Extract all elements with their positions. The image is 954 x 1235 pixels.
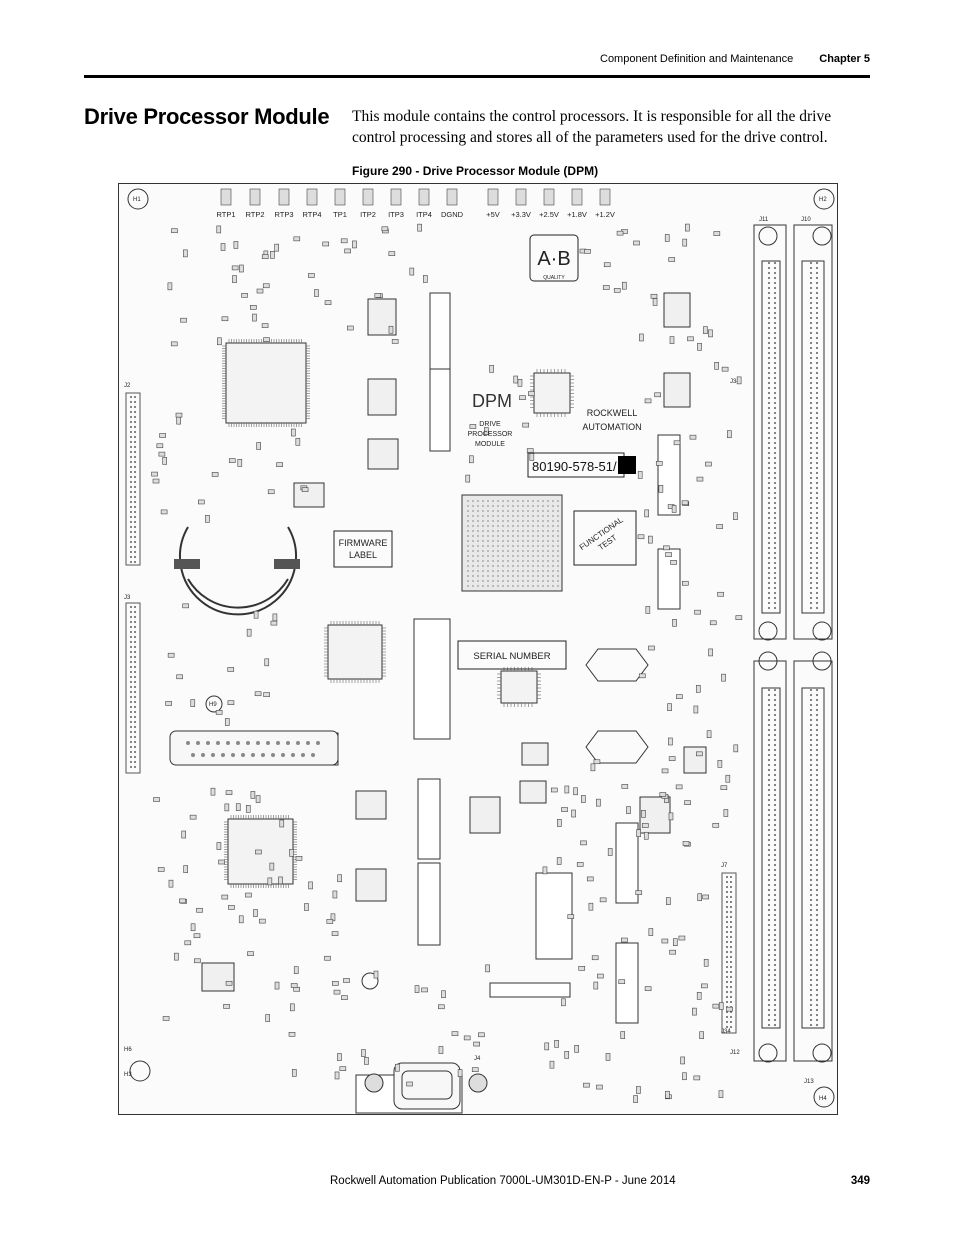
header-section: Component Definition and Maintenance bbox=[600, 53, 794, 65]
dpm-label: DPM bbox=[472, 391, 512, 411]
test-point-label: ITP3 bbox=[388, 210, 404, 219]
svg-text:MODULE: MODULE bbox=[475, 441, 505, 448]
svg-text:H6: H6 bbox=[124, 1047, 132, 1053]
figure-caption: Figure 290 - Drive Processor Module (DPM… bbox=[352, 164, 599, 178]
svg-text:H4: H4 bbox=[819, 1096, 827, 1102]
svg-text:J12: J12 bbox=[730, 1050, 740, 1056]
intro-paragraph: This module contains the control process… bbox=[352, 108, 832, 146]
svg-text:J34: J34 bbox=[730, 379, 740, 385]
part-number-label: 80190-578-51/ bbox=[532, 459, 617, 474]
quality-label: QUALITY bbox=[543, 275, 565, 281]
svg-text:J13: J13 bbox=[804, 1079, 814, 1085]
serial-number-label: SERIAL NUMBER bbox=[473, 651, 550, 662]
svg-text:ROCKWELL: ROCKWELL bbox=[587, 408, 638, 418]
svg-text:J34: J34 bbox=[721, 1029, 731, 1035]
ab-logo: A·B bbox=[537, 248, 570, 270]
test-point-label: +5V bbox=[486, 210, 500, 219]
svg-text:J2: J2 bbox=[124, 383, 131, 389]
page-header: Component Definition and Maintenance Cha… bbox=[600, 53, 870, 65]
test-point-label: RTP4 bbox=[302, 210, 321, 219]
svg-text:AUTOMATION: AUTOMATION bbox=[582, 422, 641, 432]
page-number: 349 bbox=[850, 1175, 870, 1187]
company-label: ROCKWELL AUTOMATION bbox=[582, 408, 641, 432]
svg-text:H2: H2 bbox=[819, 197, 827, 203]
test-point-label: TP1 bbox=[333, 210, 347, 219]
header-rule bbox=[84, 75, 870, 78]
header-chapter: Chapter 5 bbox=[819, 53, 870, 65]
footer-publication: Rockwell Automation Publication 7000L-UM… bbox=[330, 1175, 676, 1187]
svg-text:H3: H3 bbox=[124, 1072, 132, 1078]
svg-text:H9: H9 bbox=[209, 702, 217, 708]
test-point-label: RTP2 bbox=[245, 210, 264, 219]
test-point-label: +1.2V bbox=[595, 210, 615, 219]
svg-text:DRIVE: DRIVE bbox=[479, 421, 501, 428]
test-point-label: +1.8V bbox=[567, 210, 587, 219]
section-title: Drive Processor Module bbox=[84, 104, 330, 129]
module-desc-label: DRIVE PROCESSOR MODULE bbox=[468, 421, 513, 448]
svg-text:LABEL: LABEL bbox=[349, 550, 377, 560]
test-point-label: +2.5V bbox=[539, 210, 559, 219]
test-point-label: DGND bbox=[441, 210, 464, 219]
svg-text:H1: H1 bbox=[133, 197, 141, 203]
firmware-label: FIRMWARE LABEL bbox=[339, 538, 388, 560]
svg-text:FIRMWARE: FIRMWARE bbox=[339, 538, 388, 548]
test-point-label: RTP1 bbox=[216, 210, 235, 219]
test-point-label: ITP2 bbox=[360, 210, 376, 219]
svg-text:J7: J7 bbox=[721, 863, 728, 869]
svg-text:J3: J3 bbox=[124, 595, 131, 601]
test-point-label: RTP3 bbox=[274, 210, 293, 219]
test-point-label: ITP4 bbox=[416, 210, 432, 219]
svg-text:J11: J11 bbox=[759, 217, 769, 223]
svg-text:J4: J4 bbox=[474, 1056, 481, 1062]
test-point-label: +3.3V bbox=[511, 210, 531, 219]
svg-text:J10: J10 bbox=[801, 217, 811, 223]
svg-text:PROCESSOR: PROCESSOR bbox=[468, 431, 513, 438]
test-points: RTP1 RTP2 RTP3 RTP4 TP1 ITP2 ITP3 ITP4 DGND +5V +3… bbox=[216, 188, 615, 219]
